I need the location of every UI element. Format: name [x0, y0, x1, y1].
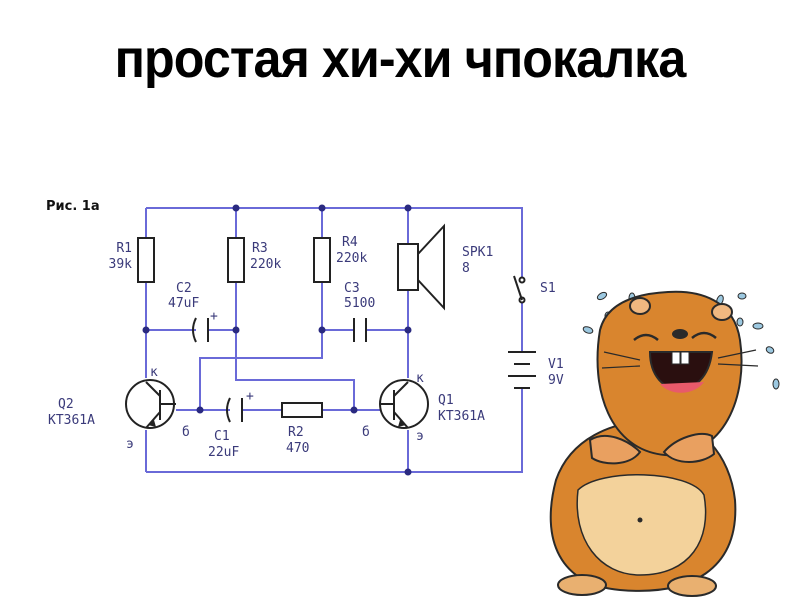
q2-base-label: б	[182, 425, 190, 440]
capacitor-c3: C3 5100	[344, 281, 375, 342]
junction-dots	[142, 204, 412, 476]
r1-ref: R1	[116, 241, 132, 256]
c1-ref: C1	[214, 429, 230, 444]
transistor-q1: Q1 KT361A к б э	[362, 371, 485, 444]
resistor-r3: R3 220k	[227, 237, 281, 283]
v1-ref: V1	[548, 357, 564, 372]
resistor-r1: R1 39k	[109, 237, 155, 283]
c2-value: 47uF	[168, 296, 199, 311]
s1-ref: S1	[540, 281, 556, 296]
q2-ref: Q2	[58, 397, 74, 412]
v1-value: 9V	[548, 373, 564, 388]
q1-part: KT361A	[438, 409, 485, 424]
capacitor-c2: C2 47uF +	[168, 281, 218, 343]
spk1-ref: SPK1	[462, 245, 493, 260]
capacitor-c1: + C1 22uF	[208, 389, 254, 460]
q2-collector-label: к	[150, 365, 158, 380]
r4-value: 220k	[336, 251, 367, 266]
r2-value: 470	[286, 441, 309, 456]
speaker-spk1: SPK1 8	[397, 223, 493, 311]
q2-part: KT361A	[48, 413, 95, 428]
laughing-hamster-image	[549, 290, 780, 597]
q1-emitter-label: э	[416, 429, 424, 444]
c3-ref: C3	[344, 281, 360, 296]
resistor-r4: R4 220k	[313, 235, 367, 283]
q2-emitter-label: э	[126, 437, 134, 452]
q1-collector-label: к	[416, 371, 424, 386]
r1-value: 39k	[109, 257, 133, 272]
figure-label: Рис. 1а	[46, 199, 100, 214]
c2-polarity: +	[210, 309, 218, 324]
transistor-q2: Q2 KT361A к б э	[48, 365, 190, 452]
switch-s1: S1	[513, 275, 556, 304]
c1-polarity: +	[246, 389, 254, 404]
q1-ref: Q1	[438, 393, 454, 408]
r4-ref: R4	[342, 235, 358, 250]
r2-ref: R2	[288, 425, 304, 440]
c2-ref: C2	[176, 281, 192, 296]
resistor-r2: R2 470	[281, 402, 323, 456]
c1-value: 22uF	[208, 445, 239, 460]
c3-value: 5100	[344, 296, 375, 311]
q1-base-label: б	[362, 425, 370, 440]
r3-ref: R3	[252, 241, 268, 256]
page-title: простая хи-хи чпокалка	[114, 29, 687, 89]
r3-value: 220k	[250, 257, 281, 272]
battery-v1: V1 9V	[508, 351, 564, 389]
spk1-value: 8	[462, 261, 470, 276]
